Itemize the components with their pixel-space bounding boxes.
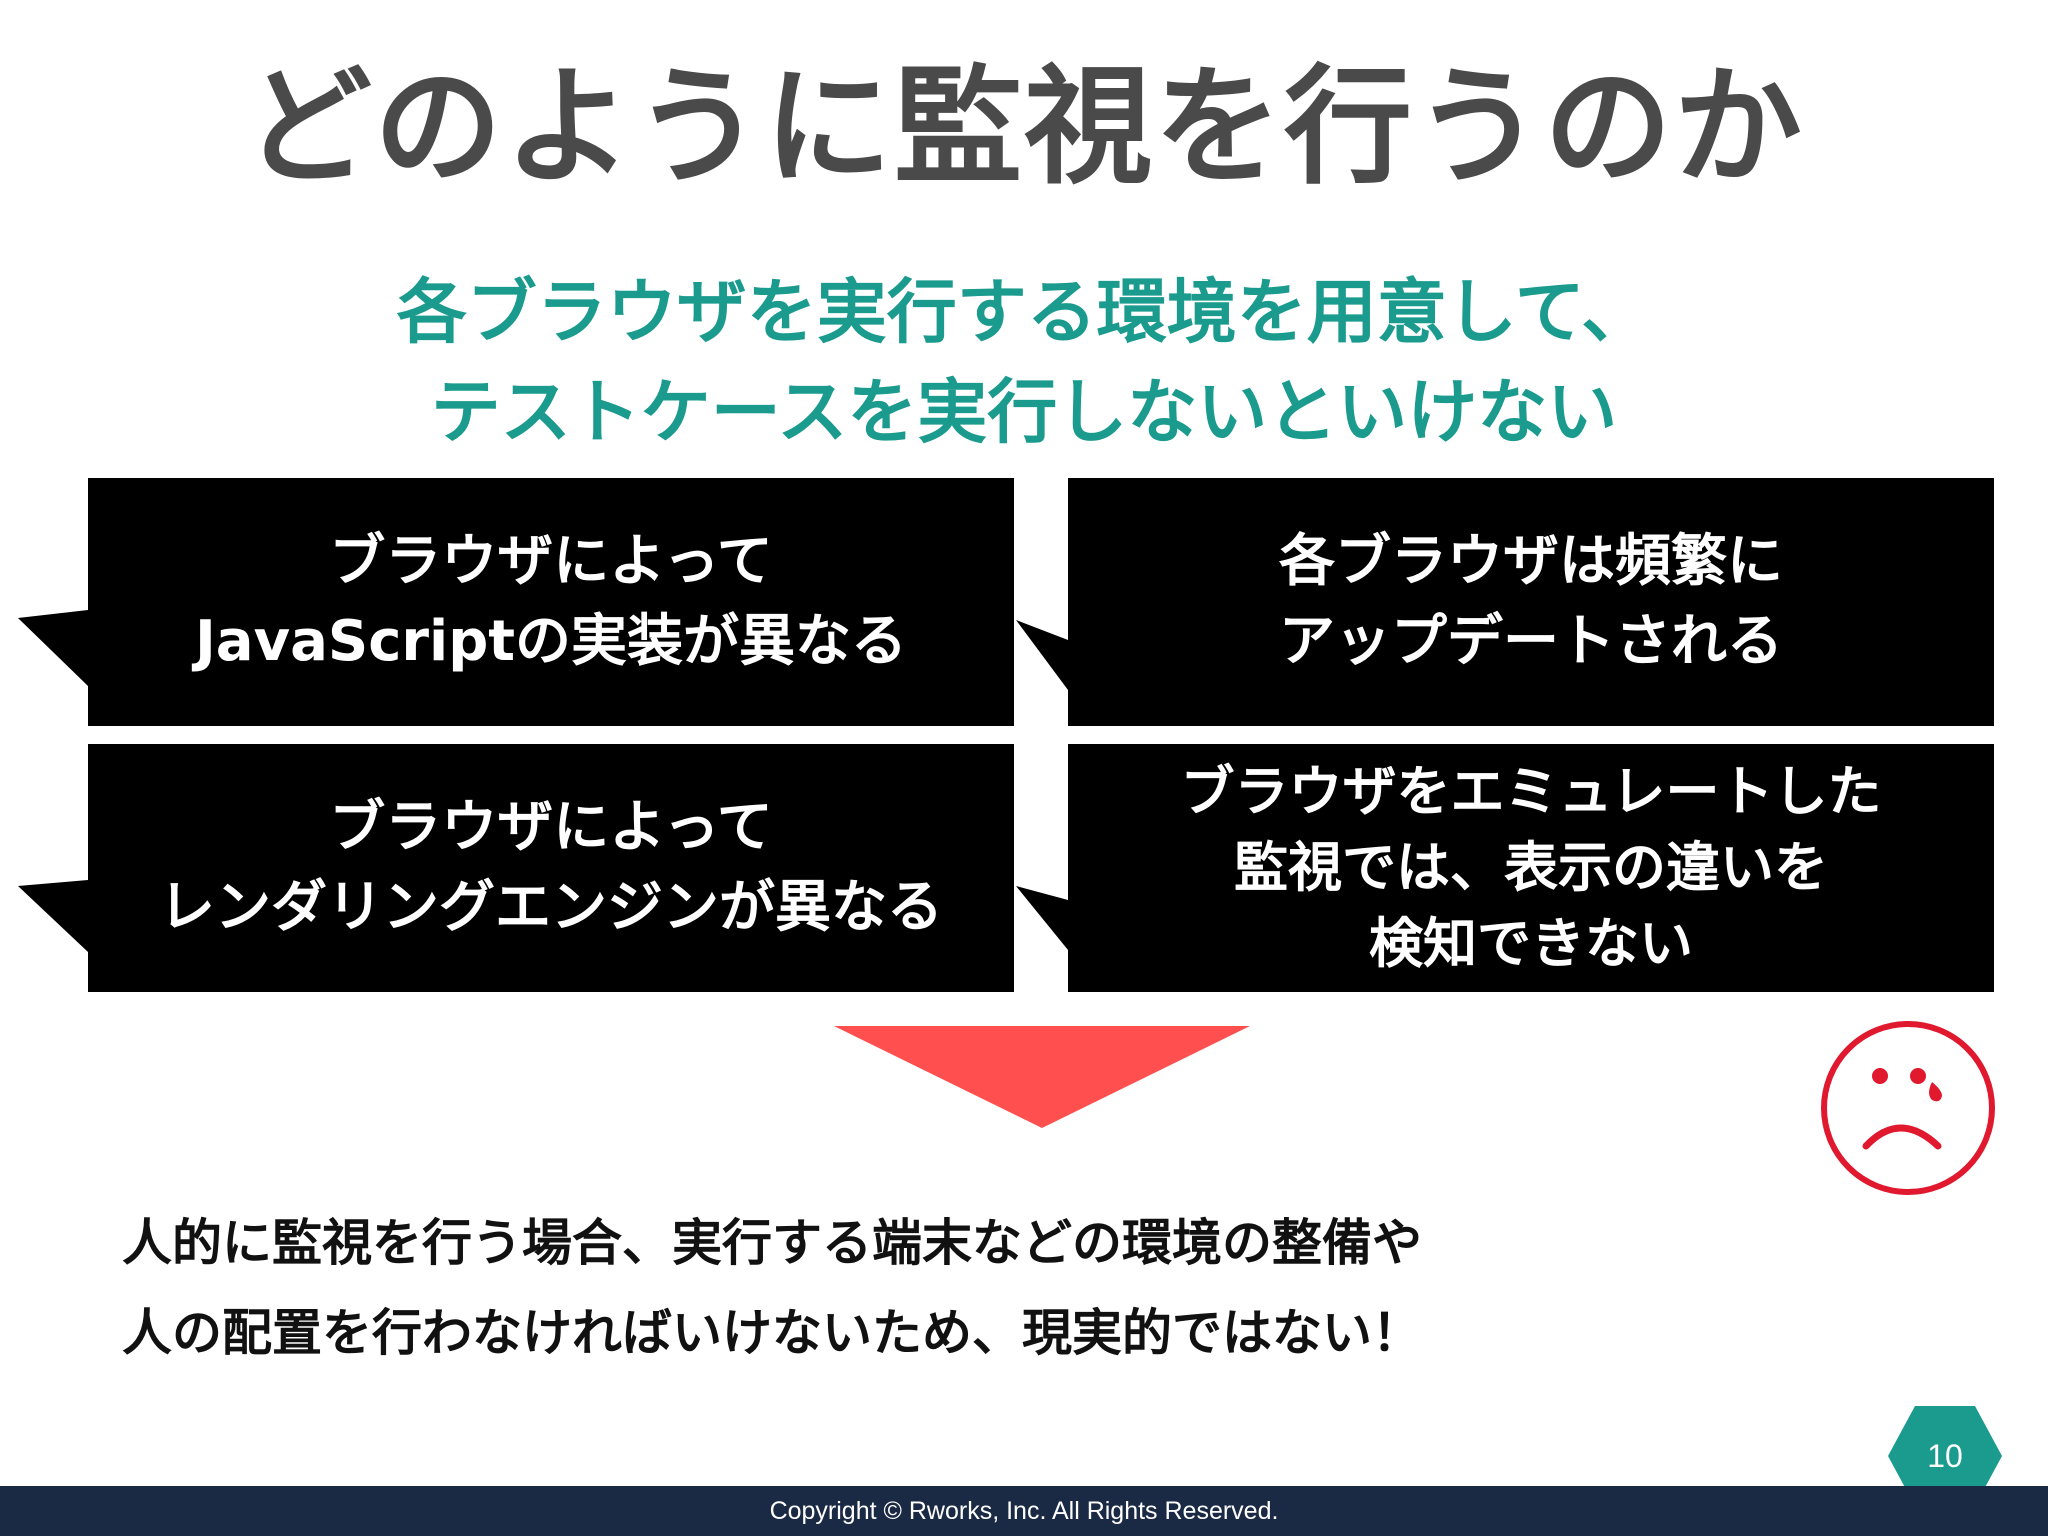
callout-line: 監視では、表示の違いを	[1234, 836, 1828, 899]
callout-tail-1	[18, 610, 88, 686]
callout-line: レンダリングエンジンが異なる	[159, 875, 943, 940]
callout-emulation: ブラウザをエミュレートした 監視では、表示の違いを 検知できない	[1068, 744, 1994, 992]
callout-line: 検知できない	[1369, 912, 1693, 975]
sad-face-icon	[1821, 1021, 1995, 1195]
conclusion-line-1: 人的に監視を行う場合、実行する端末などの環境の整備や	[122, 1214, 1422, 1272]
callout-line: ブラウザをエミュレートした	[1180, 760, 1882, 823]
callout-rendering-engine: ブラウザによって レンダリングエンジンが異なる	[88, 744, 1014, 992]
callout-js-implementation: ブラウザによって JavaScriptの実装が異なる	[88, 478, 1014, 726]
callout-tail-2	[1016, 620, 1068, 690]
callout-frequent-updates: 各ブラウザは頻繁に アップデートされる	[1068, 478, 1994, 726]
slide-title: どのように監視を行うのか	[243, 53, 1804, 202]
subtitle-line-2: テストケースを実行しないといけない	[430, 371, 1618, 453]
callout-line: アップデートされる	[1279, 609, 1783, 674]
page-number-badge: 10	[1886, 1404, 2004, 1508]
callout-tail-4	[1016, 886, 1068, 950]
conclusion-line-2: 人の配置を行わなければいけないため、現実的ではない！	[122, 1304, 1422, 1362]
footer-copyright: Copyright © Rworks, Inc. All Rights Rese…	[0, 1486, 2048, 1536]
callout-line: ブラウザによって	[329, 529, 773, 594]
callout-line: 各ブラウザは頻繁に	[1279, 529, 1783, 594]
conclusion: 人的に監視を行う場合、実行する端末などの環境の整備や 人の配置を行わなければいけ…	[122, 1198, 1822, 1378]
callout-line: JavaScriptの実装が異なる	[194, 609, 908, 674]
page-number: 10	[1927, 1438, 1963, 1474]
callout-line: ブラウザによって	[329, 795, 773, 860]
subtitle: 各ブラウザを実行する環境を用意して、 テストケースを実行しないといけない	[0, 262, 2048, 462]
down-arrow-icon	[834, 1026, 1250, 1128]
subtitle-line-1: 各ブラウザを実行する環境を用意して、	[396, 271, 1652, 353]
callout-tail-3	[18, 880, 88, 952]
